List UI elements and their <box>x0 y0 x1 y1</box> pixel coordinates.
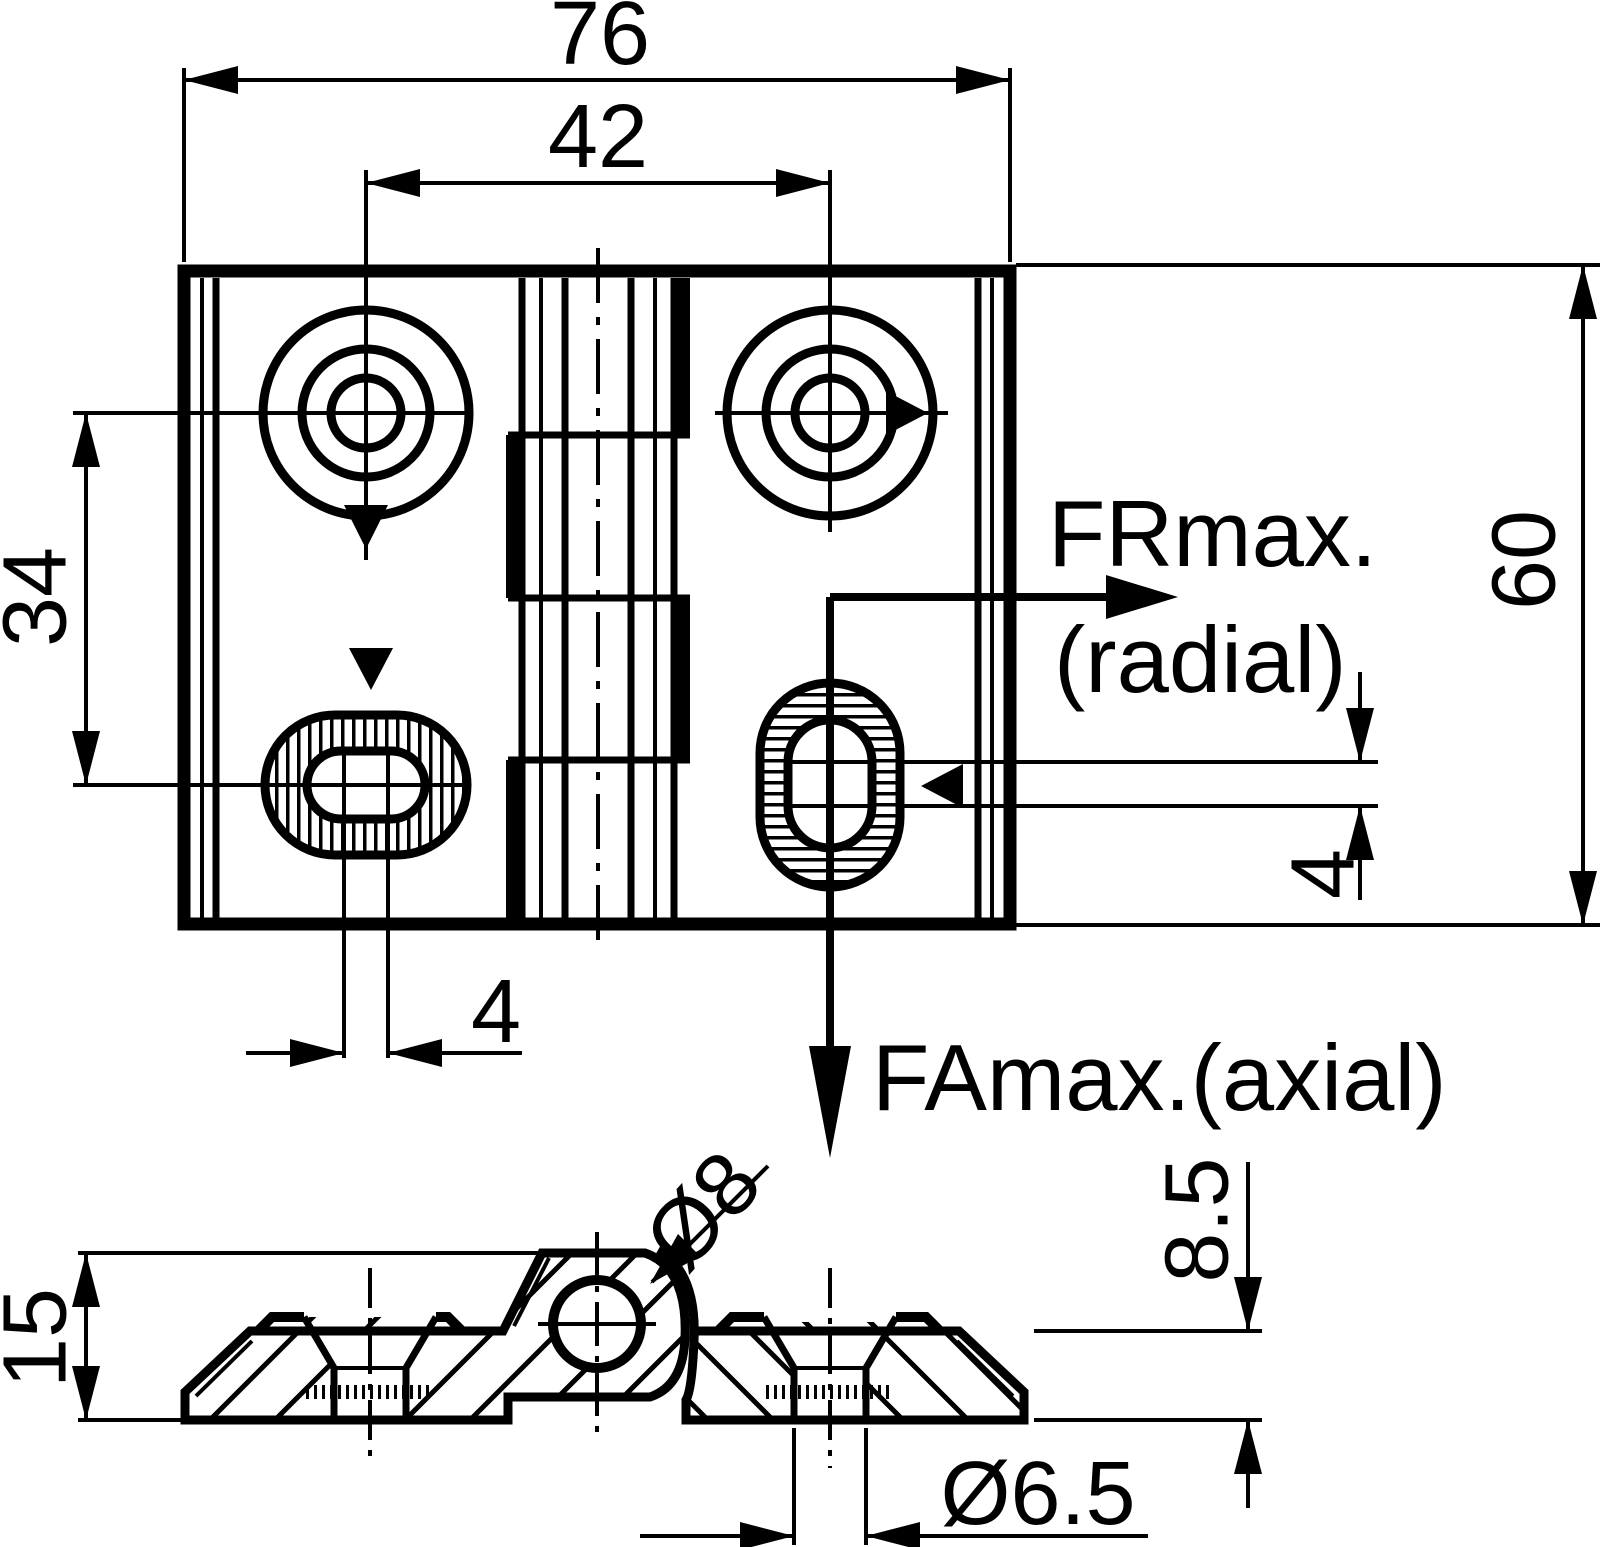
dim-42: 42 <box>364 87 832 302</box>
dim-8-5: 8.5 <box>1034 1157 1262 1508</box>
dim-15-label: 15 <box>0 1288 86 1388</box>
left-boss <box>254 1312 466 1335</box>
down-arrow-icon <box>809 1046 851 1158</box>
dim-15: 15 <box>0 1251 560 1422</box>
dim-4-right: 4 <box>902 672 1378 900</box>
datum-triangle-left-icon <box>921 764 963 808</box>
top-view <box>177 170 1017 940</box>
radial-force-arrow: FRmax. (radial) <box>830 481 1377 712</box>
right-counterbore-section <box>760 1268 900 1468</box>
dim-34-label: 34 <box>0 547 86 647</box>
dim-60: 60 <box>1016 263 1600 927</box>
axial-force-arrow: FAmax.(axial) <box>809 597 1447 1158</box>
datum-triangle-right-icon <box>886 391 928 435</box>
dim-60-label: 60 <box>1475 510 1575 610</box>
force-annotations: FRmax. (radial) FAmax.(axial) <box>809 481 1447 1158</box>
left-leaf-outline <box>180 1248 690 1425</box>
dim-4-bottom-label: 4 <box>471 962 521 1062</box>
dim-76-label: 76 <box>550 0 650 84</box>
section-view <box>180 1232 1029 1468</box>
slot-hatch <box>265 715 467 855</box>
dim-34: 34 <box>0 411 470 787</box>
dimensions-top-view: 76 42 34 60 <box>0 0 1600 1067</box>
right-leaf-outline <box>655 1246 1029 1425</box>
axial-force-label: FAmax.(axial) <box>872 1025 1447 1130</box>
right-boss <box>714 1312 944 1335</box>
dim-screw-hole-label: Ø6.5 <box>940 1444 1135 1544</box>
datum-triangle-down-icon <box>349 648 393 690</box>
dim-76: 76 <box>182 0 1012 262</box>
hinge-knuckle-band <box>506 248 690 940</box>
left-counterbore-section <box>300 1268 440 1462</box>
radial-force-label: FRmax. <box>1048 481 1377 586</box>
dim-42-label: 42 <box>548 87 648 187</box>
chamfer-line <box>194 1339 254 1398</box>
radial-force-sublabel: (radial) <box>1054 607 1347 712</box>
pin-bore <box>538 1232 656 1434</box>
dim-screw-hole: Ø6.5 <box>640 1428 1148 1547</box>
dim-8-5-label: 8.5 <box>1148 1157 1248 1282</box>
dim-4-right-label: 4 <box>1274 849 1374 899</box>
right-arrow-icon <box>1106 575 1178 619</box>
datum-triangle-down-icon <box>344 505 388 549</box>
dim-4-bottom: 4 <box>246 819 522 1067</box>
chamfer-line <box>512 1257 551 1327</box>
right-leaf-hatch <box>690 1322 1024 1420</box>
chamfer-line <box>955 1339 1015 1398</box>
